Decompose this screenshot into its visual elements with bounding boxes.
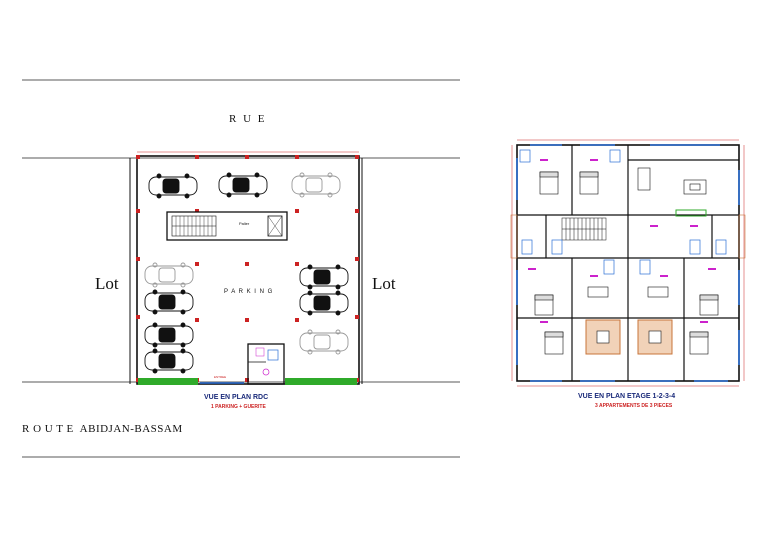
rdc-parking-label: P A R K I N G <box>224 289 274 295</box>
car-8 <box>299 264 349 290</box>
etage-title: VUE EN PLAN ETAGE 1-2-3-4 <box>578 393 676 400</box>
car-2 <box>218 172 268 198</box>
etage-kitchen <box>675 209 707 217</box>
street-label-route: R O U T E ABIDJAN-BASSAM <box>22 423 183 435</box>
car-7 <box>144 348 194 374</box>
car-5 <box>144 289 194 315</box>
plan-etage <box>510 139 746 387</box>
lot-label-right: Lot <box>372 274 396 293</box>
rdc-guerite <box>247 343 285 385</box>
car-3 <box>291 172 341 198</box>
rdc-entrance-mark: ENTREE <box>214 375 226 379</box>
etage-subtitle: 3 APPARTEMENTS DE 3 PIECES <box>595 403 673 409</box>
rdc-subtitle: 1 PARKING + GUERITE <box>211 404 266 410</box>
etage-beds <box>534 171 719 355</box>
etage-room-tags <box>528 159 716 323</box>
car-6 <box>144 322 194 348</box>
car-9 <box>299 290 349 316</box>
rdc-stair-label: Palier <box>239 221 250 226</box>
rdc-columns <box>136 155 359 382</box>
etage-staircase <box>561 217 607 241</box>
street-label-rue: R U E <box>229 113 267 125</box>
rdc-grass-strips <box>138 378 357 385</box>
car-1 <box>148 173 198 199</box>
rdc-cars <box>144 172 349 374</box>
etage-bath-fixtures <box>519 149 727 275</box>
etage-dining <box>587 167 707 298</box>
car-4 <box>144 262 194 288</box>
etage-windows <box>516 144 740 382</box>
rdc-staircase <box>166 211 288 241</box>
lot-label-left: Lot <box>95 274 119 293</box>
plan-rdc: ENTREE <box>129 151 363 385</box>
etage-living-rugs <box>585 319 673 355</box>
car-10 <box>299 329 349 355</box>
rdc-title: VUE EN PLAN RDC <box>204 394 269 401</box>
